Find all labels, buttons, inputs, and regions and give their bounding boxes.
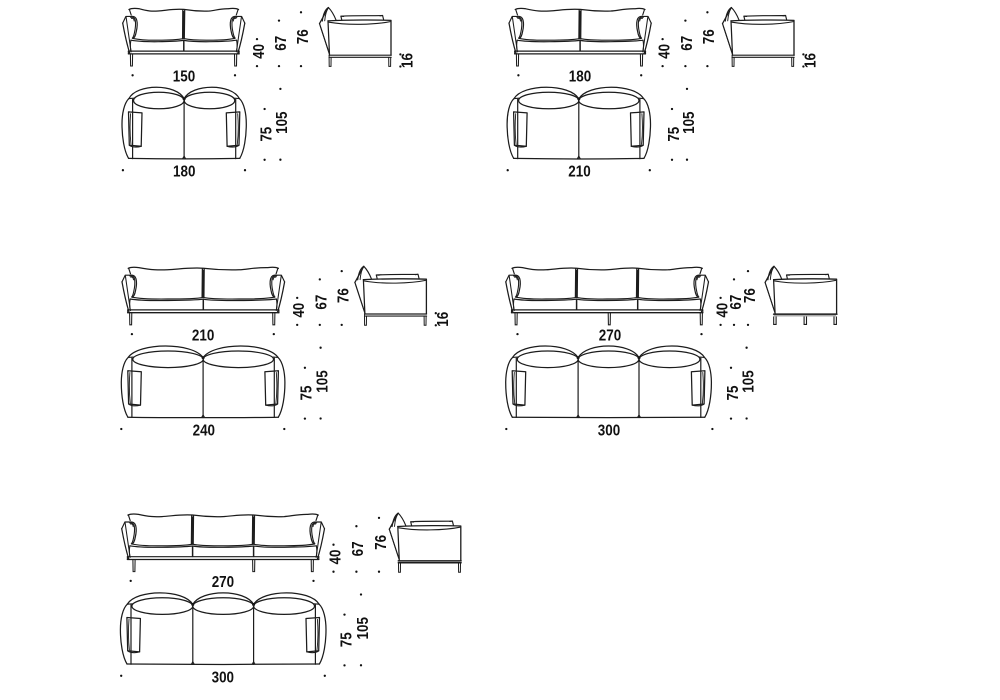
svg-text:40: 40	[291, 303, 308, 318]
svg-text:240: 240	[193, 422, 215, 439]
svg-text:40: 40	[714, 303, 731, 318]
svg-text:67: 67	[350, 541, 367, 556]
svg-text:76: 76	[701, 29, 718, 44]
svg-text:40: 40	[656, 44, 673, 59]
svg-text:75: 75	[338, 632, 355, 647]
svg-text:210: 210	[568, 164, 590, 181]
svg-text:67: 67	[273, 36, 290, 51]
svg-text:16: 16	[802, 53, 819, 68]
svg-text:76: 76	[335, 288, 352, 303]
svg-text:67: 67	[728, 295, 745, 310]
svg-text:105: 105	[681, 111, 698, 133]
svg-text:105: 105	[274, 111, 291, 133]
svg-text:16: 16	[399, 53, 416, 68]
svg-text:76: 76	[373, 535, 390, 550]
svg-text:210: 210	[192, 327, 214, 344]
svg-text:75: 75	[258, 127, 275, 142]
svg-text:40: 40	[327, 550, 344, 565]
svg-text:105: 105	[740, 370, 757, 392]
svg-text:270: 270	[599, 327, 621, 344]
svg-text:150: 150	[173, 69, 195, 86]
svg-text:180: 180	[173, 164, 195, 181]
svg-text:105: 105	[314, 370, 331, 392]
svg-text:180: 180	[569, 69, 591, 86]
svg-text:76: 76	[742, 288, 759, 303]
svg-text:75: 75	[725, 386, 742, 401]
svg-text:76: 76	[295, 29, 312, 44]
svg-text:67: 67	[314, 295, 331, 310]
svg-text:300: 300	[598, 422, 620, 439]
svg-text:40: 40	[251, 44, 268, 59]
svg-text:75: 75	[299, 386, 316, 401]
svg-text:105: 105	[355, 617, 372, 639]
svg-text:67: 67	[679, 36, 696, 51]
svg-text:16: 16	[435, 312, 452, 327]
svg-text:75: 75	[666, 127, 683, 142]
svg-text:270: 270	[212, 574, 234, 591]
svg-text:300: 300	[212, 669, 234, 686]
